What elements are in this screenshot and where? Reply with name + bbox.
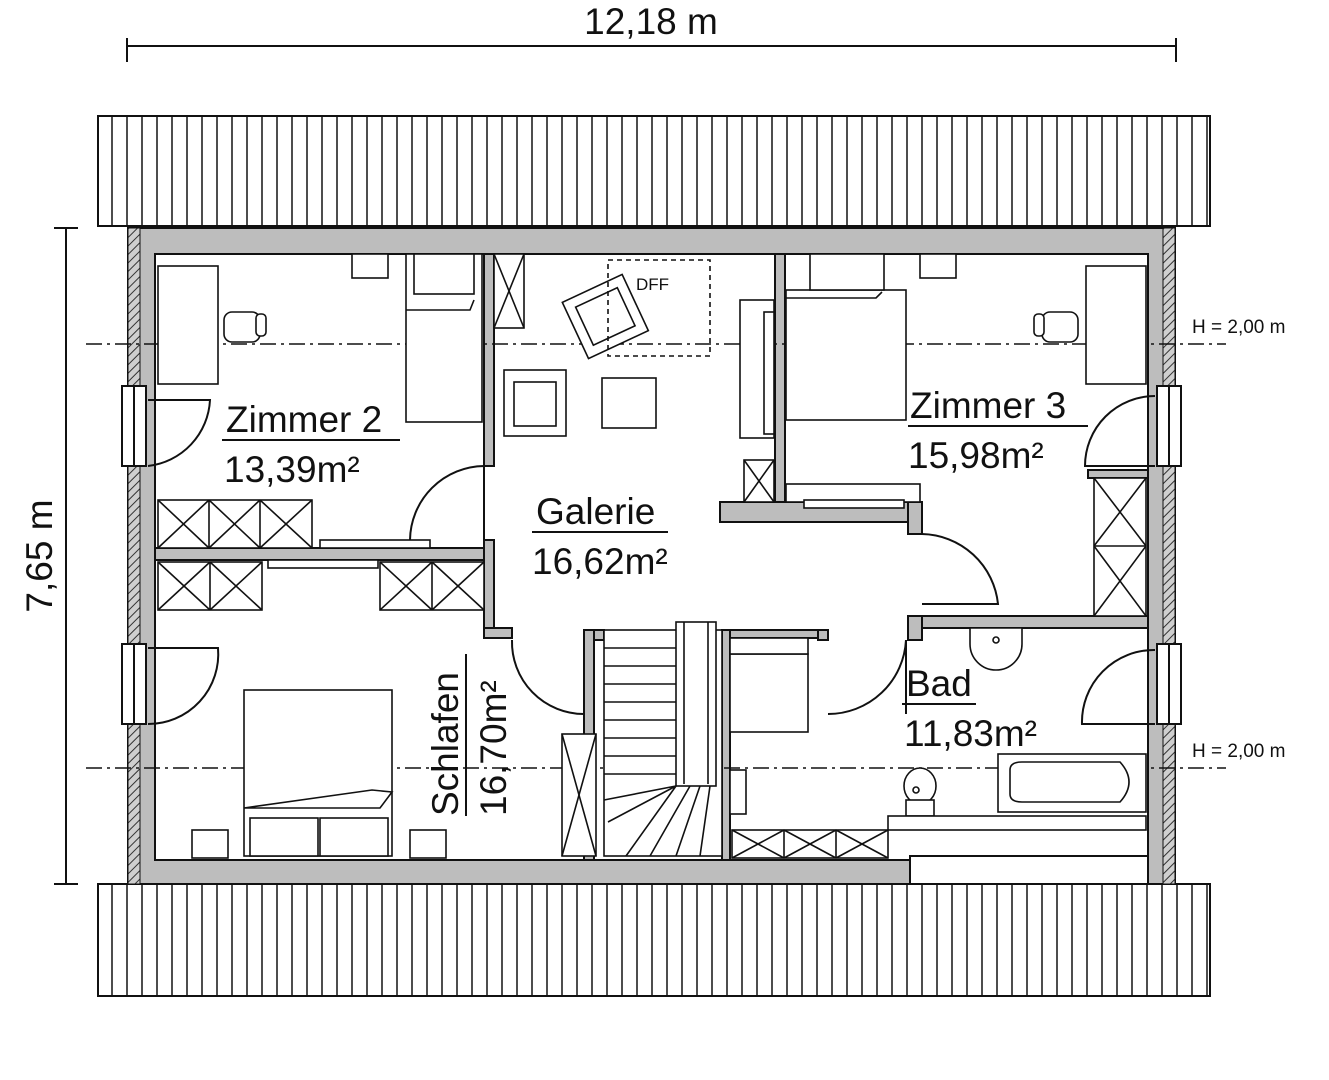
roof-bottom <box>97 883 1211 997</box>
sink-icon <box>969 627 1023 671</box>
double-bed <box>243 689 394 857</box>
room-area-bad: 11,83m² <box>904 713 1037 754</box>
room-name-galerie: Galerie <box>536 491 655 532</box>
room-name-schlafen: Schlafen <box>425 672 466 816</box>
room-zimmer3: Zimmer 3 15,98m² <box>908 385 1088 476</box>
wardrobe-zimmer2 <box>157 499 313 549</box>
windows <box>121 385 1182 725</box>
room-area-schlafen: 16,70m² <box>473 680 514 816</box>
room-name-zimmer2: Zimmer 2 <box>226 399 382 440</box>
height-label: 7,65 m <box>19 499 60 612</box>
room-area-zimmer3: 15,98m² <box>908 435 1044 476</box>
armchair-icon <box>561 273 650 360</box>
room-name-bad: Bad <box>906 663 972 704</box>
cabinet-bottom <box>731 829 889 859</box>
room-area-galerie: 16,62m² <box>532 541 668 582</box>
height-dimension <box>54 227 78 885</box>
width-dimension <box>126 38 1177 62</box>
bathtub-icon <box>997 753 1147 813</box>
room-name-zimmer3: Zimmer 3 <box>910 385 1066 426</box>
staircase <box>603 621 723 857</box>
width-label: 12,18 m <box>584 1 718 42</box>
room-bad: Bad 11,83m² <box>902 663 1037 754</box>
ceiling-height-label-upper: H = 2,00 m <box>1192 317 1285 338</box>
chair-icon <box>223 311 267 343</box>
room-area-zimmer2: 13,39m² <box>224 449 360 490</box>
roof-top <box>97 115 1211 227</box>
dff-label: DFF <box>636 275 669 294</box>
chair-icon-2 <box>1033 311 1079 343</box>
wardrobe-schlafen <box>157 561 485 611</box>
toilet-icon <box>903 767 937 817</box>
wardrobe-zimmer3 <box>1093 477 1147 617</box>
room-schlafen: Schlafen 16,70m² <box>425 654 514 816</box>
ceiling-height-label-lower: H = 2,00 m <box>1192 741 1285 762</box>
room-galerie: Galerie 16,62m² <box>532 491 668 582</box>
furniture <box>157 253 1147 859</box>
door-swings <box>147 395 1156 726</box>
room-zimmer2: Zimmer 2 13,39m² <box>222 399 400 490</box>
